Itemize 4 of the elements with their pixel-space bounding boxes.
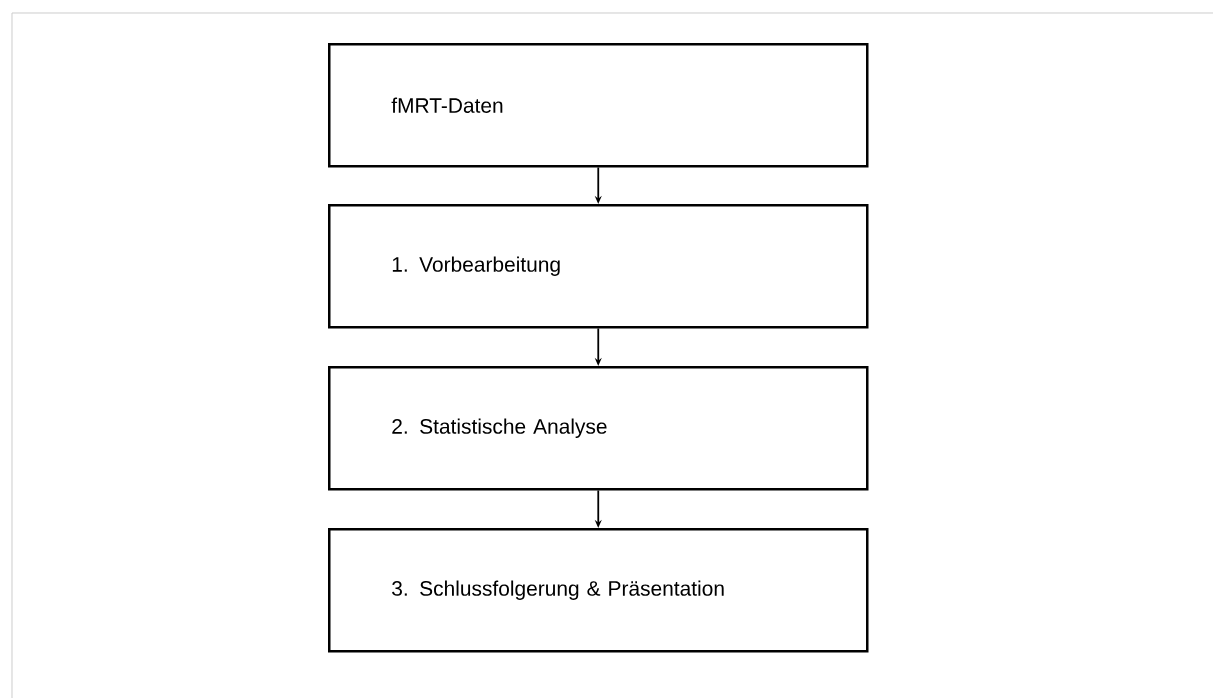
process-box: fMRT-Daten [328,43,869,168]
process-box: 3. Schlussfolgerung & Präsentation [328,528,869,653]
process-box: 1. Vorbearbeitung [328,204,869,329]
process-box: 2. Statistische Analyse [328,366,869,491]
